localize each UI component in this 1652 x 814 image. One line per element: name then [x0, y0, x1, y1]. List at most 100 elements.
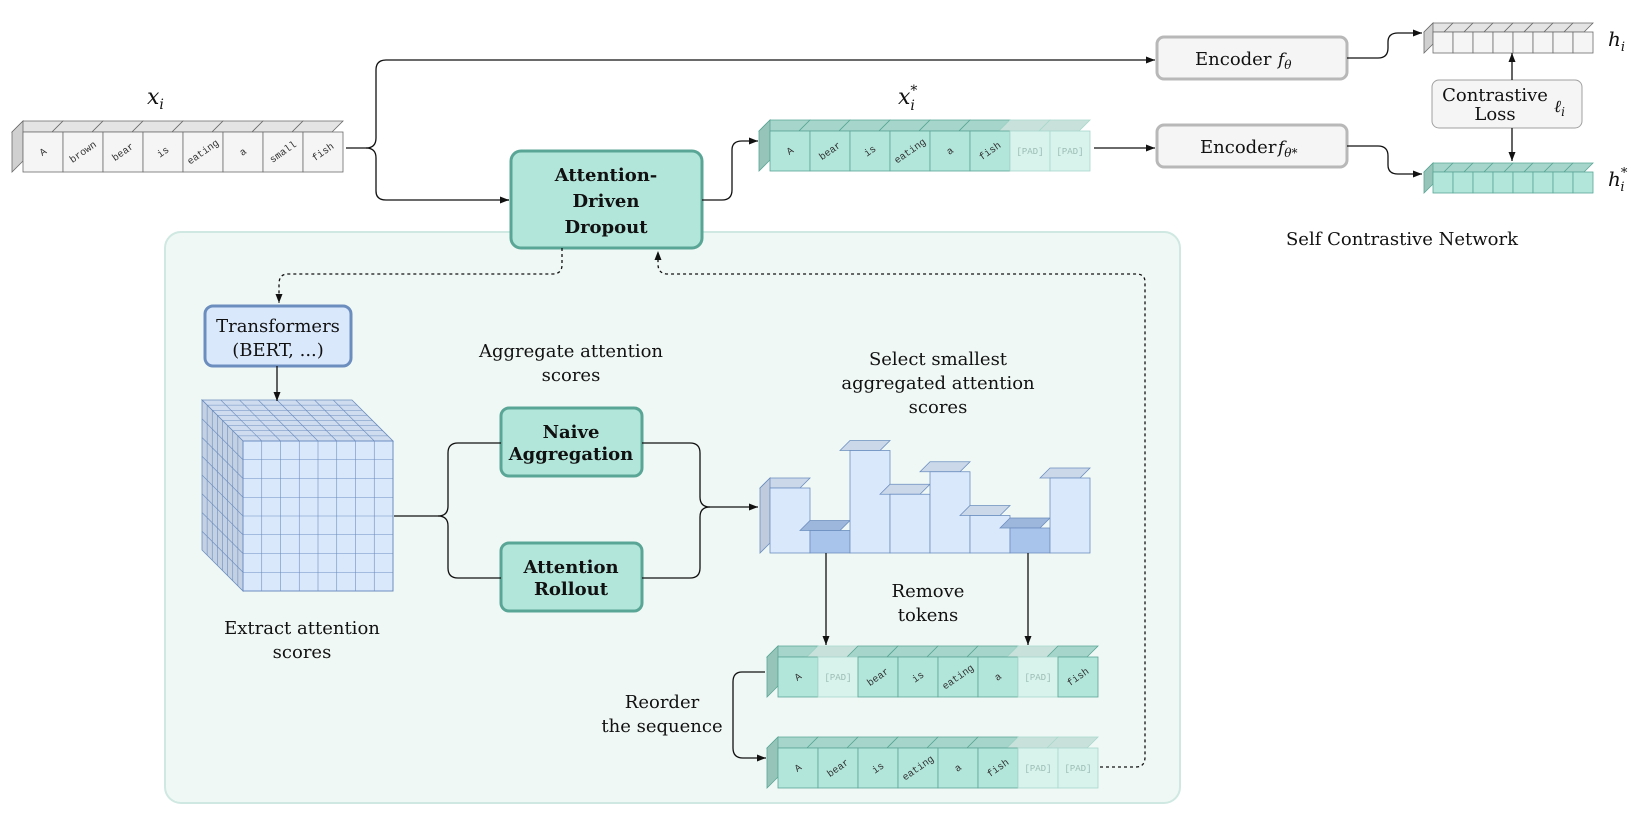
loss-label: Loss	[1474, 104, 1515, 125]
token-label: [PAD]	[1056, 147, 1083, 157]
select-caption-2: aggregated attention	[841, 373, 1035, 394]
cube-to-rollout-line	[437, 515, 501, 579]
transformers-sub-label: (BERT, ...)	[232, 340, 324, 361]
token-label: [PAD]	[1024, 764, 1051, 774]
token-cell	[777, 656, 819, 698]
token-cell	[1552, 31, 1574, 54]
token-cell	[1532, 171, 1554, 194]
bar	[969, 515, 1011, 554]
loss-math-label: ℓi	[1554, 97, 1565, 119]
token-cell	[937, 747, 979, 789]
token-label: is	[870, 760, 887, 777]
token-strip-side	[1423, 22, 1434, 54]
token-cell	[1452, 31, 1474, 54]
token-cell	[1512, 31, 1534, 54]
token-cell	[777, 747, 819, 789]
input-to-dropout-arrow	[365, 147, 509, 201]
bar-selected	[809, 530, 851, 554]
token-label: [PAD]	[1024, 673, 1051, 683]
reordered-to-dropout-dashed	[654, 251, 1146, 768]
bar	[1049, 477, 1091, 554]
encoder-to-h-arrow	[1347, 29, 1422, 59]
remove-caption-1: Remove	[892, 581, 965, 602]
token-cell	[1009, 130, 1051, 172]
token-label: A	[793, 672, 804, 684]
select-caption-3: scores	[909, 397, 968, 418]
encoder-to-hstar-arrow	[1347, 145, 1422, 178]
token-cell	[969, 130, 1011, 172]
f-theta-label: fθ	[1276, 50, 1292, 72]
token-cell	[1017, 747, 1059, 789]
x-star-label: x*i	[898, 83, 917, 114]
attention-dropout-title-1: Attention-	[554, 165, 658, 186]
cube-to-naive-line	[394, 442, 501, 517]
token-cell	[937, 656, 979, 698]
token-cell	[1512, 171, 1534, 194]
select-caption-1: Select smallest	[869, 349, 1008, 370]
token-label: is	[155, 144, 172, 161]
token-cell	[1057, 747, 1099, 789]
token-cell	[1552, 171, 1574, 194]
token-strip-side	[758, 119, 771, 172]
token-label: A	[38, 147, 49, 159]
token-label: a	[945, 146, 956, 158]
embedding-h-star-sequence	[1423, 162, 1594, 194]
aggregate-caption-2: scores	[542, 365, 601, 386]
attention-dropout-title-2: Driven	[573, 191, 640, 212]
rollout-label-2: Rollout	[534, 579, 609, 600]
token-label: a	[238, 147, 249, 159]
reorder-caption-2: the sequence	[601, 716, 722, 737]
naive-label-2: Aggregation	[508, 444, 634, 465]
aggregated-attention-bars	[759, 440, 1091, 554]
token-strip-side	[11, 120, 24, 173]
remove-caption-2: tokens	[898, 605, 958, 626]
h-star-label: h*i	[1608, 166, 1628, 195]
h-i-label: hi	[1608, 27, 1625, 55]
encoder-label: Encoder	[1200, 137, 1277, 158]
reorder-caption-1: Reorder	[625, 692, 700, 713]
token-cell	[1472, 31, 1494, 54]
transformers-box: Transformers (BERT, ...)	[203, 304, 353, 368]
token-cell	[1492, 171, 1514, 194]
token-cell	[889, 130, 931, 172]
bar	[769, 487, 811, 554]
naive-to-bars-line	[642, 442, 758, 511]
token-label: a	[953, 763, 964, 775]
contrastive-loss-box: Contrastive Loss ℓi	[1431, 79, 1583, 129]
token-cell	[977, 747, 1019, 789]
token-cell	[1049, 130, 1091, 172]
attention-dropout-title-3: Dropout	[564, 217, 648, 238]
naive-aggregation-box: Naive Aggregation	[499, 406, 644, 478]
embedding-h-sequence	[1423, 22, 1594, 54]
aggregate-caption-1: Aggregate attention	[478, 341, 663, 362]
token-cell	[302, 131, 344, 173]
extract-caption-1: Extract attention	[224, 618, 380, 639]
bar	[889, 493, 931, 554]
dropout-to-xstar-arrow	[702, 137, 758, 201]
token-cell	[22, 131, 64, 173]
contrastive-label: Contrastive	[1442, 85, 1548, 106]
token-cell	[102, 131, 144, 173]
token-cell	[1492, 31, 1514, 54]
token-cell	[849, 130, 891, 172]
connector-lines	[273, 29, 1516, 762]
token-cell	[817, 656, 859, 698]
bar-selected	[1009, 527, 1051, 554]
token-strip-side	[1423, 162, 1434, 194]
reorder-arrow	[732, 671, 766, 762]
token-cell	[1432, 171, 1454, 194]
input-to-encoder-arrow	[346, 56, 1155, 149]
transformers-label: Transformers	[216, 316, 340, 337]
token-cell	[1472, 171, 1494, 194]
rollout-to-bars-line	[642, 506, 711, 579]
token-label: A	[793, 763, 804, 775]
token-cell	[857, 656, 899, 698]
extract-caption-2: scores	[273, 642, 332, 663]
token-cell	[977, 656, 1019, 698]
token-cell	[1532, 31, 1554, 54]
